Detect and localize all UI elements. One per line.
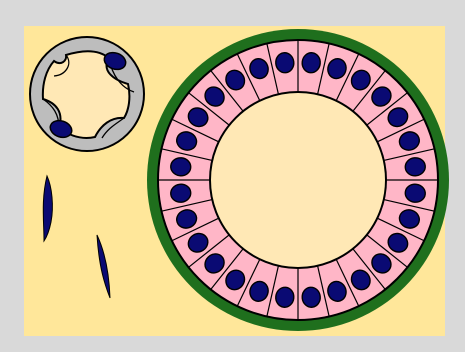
tubule-cross-section-icon (147, 29, 449, 331)
capillary-cross-section-icon (30, 37, 144, 151)
tubule-lumen (210, 92, 386, 268)
